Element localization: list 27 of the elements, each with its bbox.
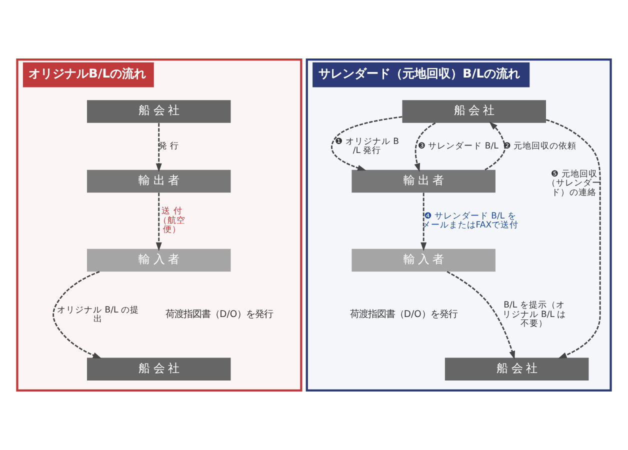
node-box: 船 会 社 — [402, 100, 546, 123]
label: 荷渡指図書（D/O）を発行 — [166, 309, 274, 320]
edge-label: ❶ オリジナル B/L 発行 — [335, 136, 399, 156]
arrow — [420, 192, 427, 251]
arrow — [484, 122, 506, 170]
arrow — [156, 123, 162, 172]
edge-label: ❸ サレンダード B/L — [418, 142, 498, 152]
arrow — [331, 116, 402, 171]
arrow — [546, 119, 601, 359]
arrow — [414, 122, 436, 172]
edge-label: オリジナル B/L の提出 — [57, 305, 139, 324]
edge-label: 発 行 — [158, 142, 180, 152]
arrow — [156, 192, 162, 251]
node-box: 輸 入 者 — [352, 248, 496, 272]
node-box: 船 会 社 — [444, 358, 589, 380]
node-box: 船 会 社 — [86, 358, 231, 380]
edge-label: 送 付（航空便） — [158, 206, 186, 236]
arrow — [52, 271, 102, 358]
label: 荷渡指図書（D/O）を発行 — [350, 309, 458, 320]
node-box: 輸 入 者 — [86, 248, 231, 272]
edge-label: ❷ 元地回収の依頼 — [503, 142, 577, 152]
arrow — [446, 271, 516, 360]
node-box: 輸 出 者 — [86, 170, 231, 193]
edge-label: B/L を提示（オリジナル B/L は不要） — [502, 300, 566, 330]
node-box: 輸 出 者 — [352, 170, 496, 193]
node-box: 船 会 社 — [86, 100, 231, 123]
edge-label: ❹ サレンダード B/L をメールまたはFAXで送付 — [422, 211, 519, 231]
